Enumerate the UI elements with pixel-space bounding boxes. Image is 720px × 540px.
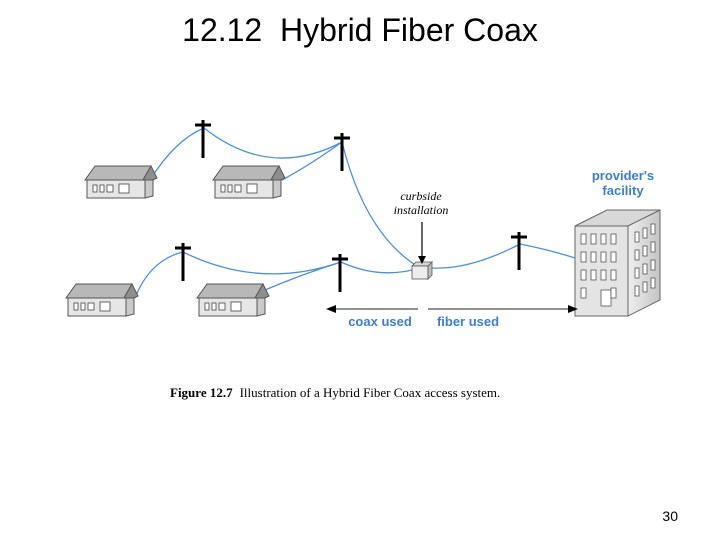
house-icon [84, 165, 158, 199]
coax-cables [134, 127, 421, 299]
pointer-arrowhead [418, 256, 426, 264]
curbside-label-line1: curbside [400, 189, 442, 203]
figure-caption-number: Figure 12.7 [170, 385, 233, 400]
coax-used-label: coax used [348, 314, 412, 329]
house-icon [212, 165, 286, 199]
fiber-used-label: fiber used [437, 314, 499, 329]
curbside-box-icon [411, 261, 433, 280]
page-number: 30 [662, 508, 678, 524]
utility-pole [332, 131, 352, 173]
curbside-label-line2: installation [394, 203, 449, 217]
figure-caption: Figure 12.7 Illustration of a Hybrid Fibe… [170, 385, 500, 400]
figure-caption-text: Illustration of a Hybrid Fiber Coax acce… [240, 385, 501, 400]
utility-pole [173, 241, 193, 283]
provider-label-line2: facility [602, 183, 644, 198]
utility-pole [193, 118, 213, 160]
house-icon [65, 283, 139, 317]
fiber-span-arrow [428, 305, 578, 313]
slide-title: 12.12 Hybrid Fiber Coax [182, 12, 538, 48]
utility-pole [330, 252, 350, 294]
house-icon [196, 283, 270, 317]
provider-building-icon [574, 209, 661, 317]
provider-label-line1: provider's [592, 168, 654, 183]
utility-pole [509, 230, 529, 272]
coax-span-arrow [326, 305, 418, 313]
fiber-cable [431, 243, 576, 269]
